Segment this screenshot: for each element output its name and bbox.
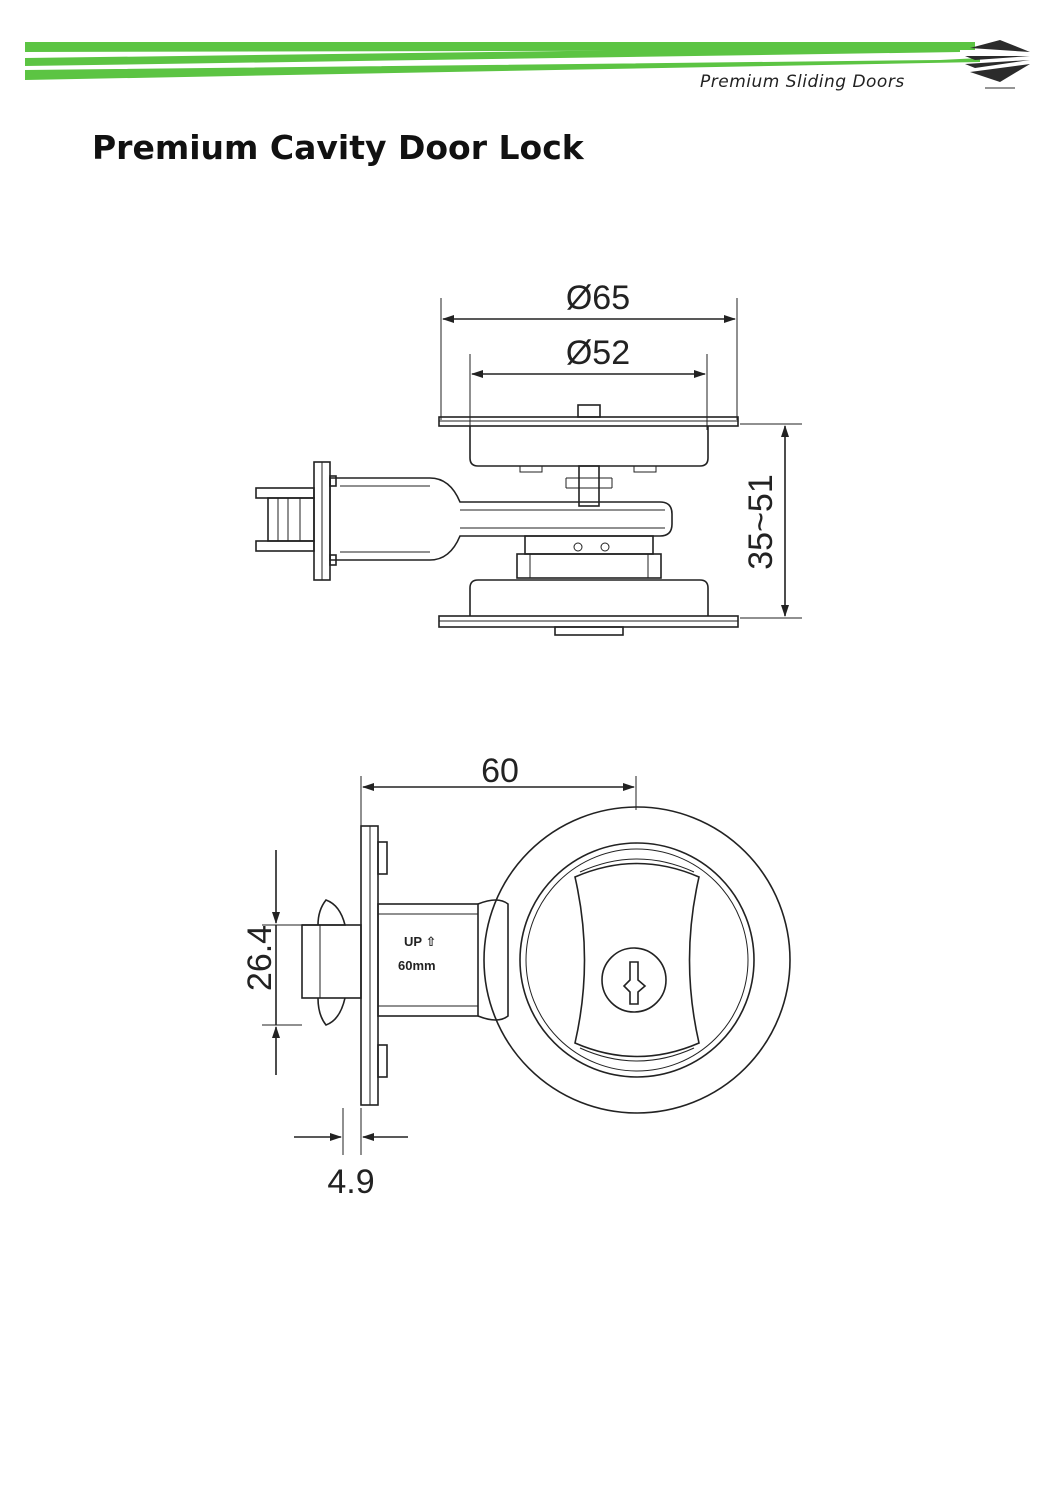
brand-name: Premium Sliding Doors [700, 72, 905, 92]
up-arrow-icon: ⇧ [422, 934, 437, 949]
dim-width-label: 60 [481, 752, 519, 790]
header-banner [25, 40, 1030, 89]
key-cylinder-icon [601, 947, 667, 1013]
banner-stripe-bottom [25, 58, 980, 80]
page-title: Premium Cavity Door Lock [92, 128, 584, 167]
dim-height-label: 35~51 [742, 474, 780, 570]
top-view: Ø65 Ø52 [255, 279, 802, 636]
brand-logo-icon [965, 40, 1030, 89]
case-label-up: UP ⇧ [404, 934, 436, 949]
banner-stripe-middle [25, 46, 960, 66]
front-view: 60 UP ⇧ 60mm [241, 752, 791, 1201]
dim-inner-label: Ø52 [566, 334, 630, 372]
dim-outer-label: Ø65 [566, 279, 630, 317]
dim-plate-label: 4.9 [327, 1163, 374, 1201]
dim-latch-label: 26.4 [241, 925, 279, 991]
case-label-backset: 60mm [398, 958, 436, 973]
